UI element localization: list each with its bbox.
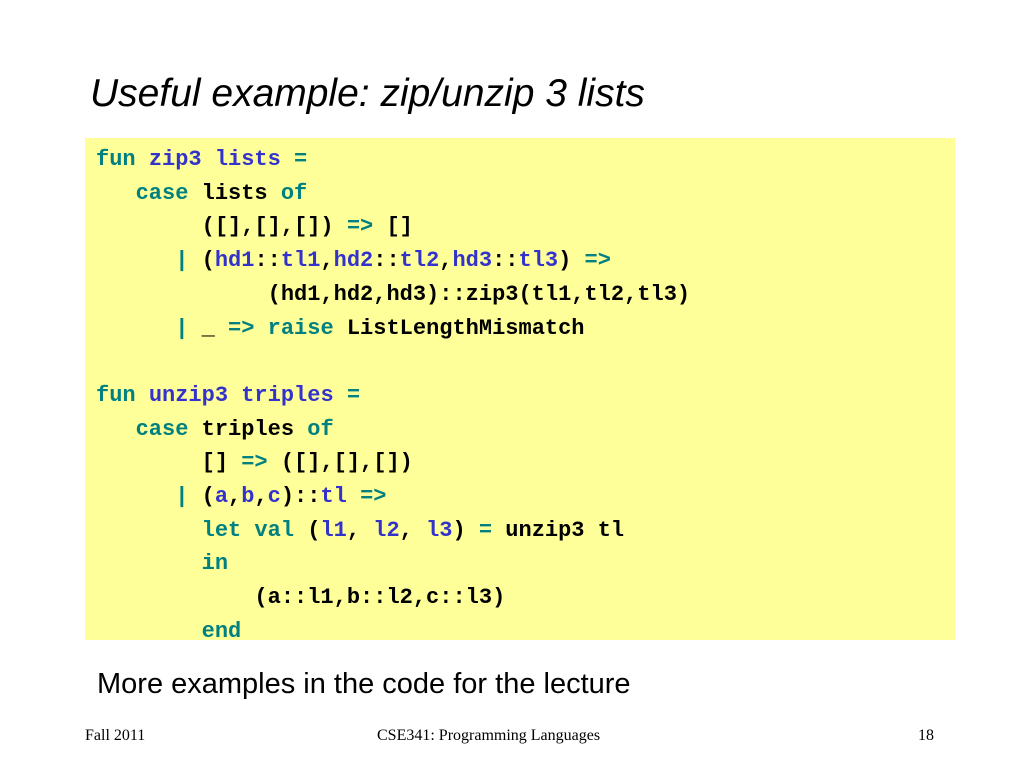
code-keyword: =>: [584, 248, 611, 274]
code-identifier: hd3: [452, 248, 493, 274]
code-line: ([],[],[]) => []: [96, 214, 413, 239]
code-text: )::: [280, 484, 321, 510]
code-text: [96, 484, 175, 509]
code-text: [347, 484, 360, 509]
code-keyword: =>: [241, 450, 268, 476]
code-line: in: [96, 551, 228, 576]
code-identifier: b: [241, 484, 255, 510]
code-text: []: [96, 450, 242, 476]
code-line: end: [96, 618, 242, 644]
code-identifier: unzip3 triples: [148, 382, 347, 408]
code-keyword: =: [294, 147, 308, 172]
code-text: [96, 417, 136, 442]
code-text: ,: [399, 517, 427, 543]
code-keyword: =: [478, 517, 493, 543]
code-text: (a::l1,b::l2,c::l3): [96, 585, 506, 611]
code-keyword: fun: [96, 147, 149, 172]
code-line: | (hd1::tl1,hd2::tl2,hd3::tl3) =>: [96, 248, 611, 273]
code-text: lists: [201, 180, 281, 206]
code-line: [] => ([],[],[]): [96, 450, 413, 475]
code-keyword: of: [280, 180, 308, 206]
code-identifier: tl: [320, 484, 347, 510]
code-line: (a::l1,b::l2,c::l3): [96, 585, 505, 610]
code-text: ::: [254, 248, 281, 274]
footer-date: Fall 2011: [85, 727, 146, 744]
code-identifier: tl2: [399, 248, 440, 274]
footer-course: CSE341: Programming Languages: [377, 727, 601, 744]
code-identifier: c: [267, 484, 281, 510]
code-block: fun zip3 lists = case lists of ([],[],[]…: [85, 138, 955, 644]
code-text: ,: [320, 248, 334, 274]
code-line: fun unzip3 triples =: [96, 383, 360, 408]
code-text: (: [188, 484, 215, 510]
code-text: ::: [492, 248, 519, 274]
code-identifier: tl1: [280, 248, 321, 274]
code-keyword: case: [135, 416, 202, 442]
code-text: [254, 316, 267, 341]
code-text: (: [188, 248, 215, 274]
code-keyword: let val: [201, 517, 295, 543]
code-keyword: =>: [360, 484, 387, 510]
code-text: triples: [201, 416, 308, 442]
code-text: ListLengthMismatch: [333, 315, 585, 341]
code-identifier: hd1: [214, 248, 255, 274]
code-text: ): [558, 248, 585, 274]
code-keyword: raise: [267, 315, 334, 341]
code-line: (hd1,hd2,hd3)::zip3(tl1,tl2,tl3): [96, 282, 690, 307]
code-keyword: |: [175, 315, 189, 341]
code-keyword: |: [175, 248, 189, 274]
code-keyword: =>: [346, 214, 374, 240]
code-keyword: end: [201, 618, 242, 644]
code-text: ,: [439, 248, 453, 274]
code-keyword: fun: [96, 382, 149, 408]
code-line: let val (l1, l2, l3) = unzip3 tl: [96, 517, 625, 543]
code-line: case triples of: [96, 417, 334, 442]
code-keyword: of: [307, 416, 334, 442]
slide-subtitle: More examples in the code for the lectur…: [97, 668, 631, 700]
code-text: ,: [254, 484, 268, 510]
code-text: _: [188, 315, 229, 341]
code-keyword: =>: [228, 315, 255, 341]
code-line: case lists of: [96, 180, 308, 206]
code-text: ): [452, 517, 479, 543]
code-identifier: l2: [373, 517, 400, 543]
code-listing: fun zip3 lists = case lists of ([],[],[]…: [96, 143, 690, 649]
code-text: [96, 551, 202, 576]
code-text: [96, 518, 202, 543]
code-identifier: tl3: [518, 248, 559, 274]
code-keyword: =: [346, 382, 361, 408]
code-text: ,: [228, 484, 242, 510]
code-text: [96, 316, 175, 341]
code-identifier: l3: [426, 517, 453, 543]
code-text: (: [294, 517, 321, 543]
code-text: ([],[],[]): [96, 214, 347, 240]
code-text: ,: [346, 517, 374, 543]
slide-title: Useful example: zip/unzip 3 lists: [90, 72, 645, 115]
code-identifier: l1: [320, 517, 347, 543]
code-line: fun zip3 lists =: [96, 147, 307, 172]
code-identifier: hd2: [333, 248, 374, 274]
code-text: (hd1,hd2,hd3)::zip3(tl1,tl2,tl3): [96, 281, 691, 307]
code-text: [96, 181, 136, 206]
code-text: ::: [373, 248, 400, 274]
code-keyword: case: [135, 180, 202, 206]
code-line: | _ => raise ListLengthMismatch: [96, 315, 585, 341]
code-text: [96, 619, 202, 644]
code-identifier: zip3 lists: [148, 147, 295, 172]
code-identifier: a: [214, 484, 229, 510]
code-keyword: in: [201, 551, 229, 577]
code-keyword: |: [175, 484, 189, 510]
slide-number: 18: [918, 727, 934, 744]
code-text: ([],[],[]): [267, 450, 413, 476]
code-text: unzip3 tl: [492, 517, 625, 543]
code-text: [96, 248, 175, 273]
code-line: | (a,b,c)::tl =>: [96, 484, 386, 509]
code-text: []: [373, 214, 413, 240]
